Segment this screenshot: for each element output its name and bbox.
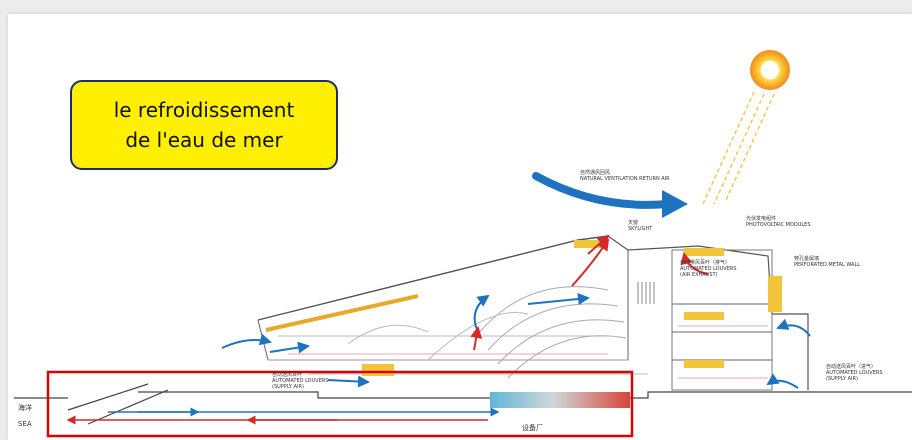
label-skylight-en: SKYLIGHT (628, 226, 653, 232)
label-supply-louvers-right-en: AUTOMATED LOUVERS (826, 370, 883, 376)
ventilation-return-arrowhead (662, 190, 688, 218)
label-skylight-cn: 天窗 (628, 219, 638, 226)
label-sea-cn: 海洋 (18, 403, 32, 412)
heat-exchanger-bar (490, 392, 630, 408)
seawater-pipes (66, 407, 500, 425)
label-supply-louvers-left-cn: 自动送风百叶 (272, 371, 302, 378)
building-section-drawing: 自然通风回风 NATURAL VENTILATION RETURN AIR 天窗… (14, 50, 912, 438)
label-sea-en: SEA (18, 420, 32, 428)
label-exhaust-louvers-sub: (AIR EXHAUST) (680, 272, 718, 278)
seawater-cooling-highlight (46, 370, 634, 438)
title-line-1: le refroidissement (113, 98, 295, 122)
label-natural-ventilation-cn: 自然通风回风 (580, 169, 610, 176)
label-supply-louvers-left-sub: (SUPPLY AIR) (272, 384, 304, 390)
sun-icon (750, 50, 790, 90)
label-supply-louvers-left-en: AUTOMATED LOUVERS (272, 378, 329, 384)
label-perforated-wall-cn: 穿孔金属墙 (794, 255, 819, 262)
ground-line (14, 383, 912, 425)
supply-airflow-arrows (221, 293, 811, 389)
exhaust-airflow-arrows (470, 234, 709, 351)
label-exhaust-louvers-cn: 自动排风百叶（排气） (680, 259, 730, 266)
sun-rays (701, 91, 775, 207)
heat-lines (288, 325, 768, 379)
label-supply-louvers-right-sub: (SUPPLY AIR) (826, 376, 858, 382)
yellow-slabs (362, 240, 782, 376)
label-perforated-wall-en: PERFORATED METAL WALL (794, 262, 860, 268)
label-photovoltaic-cn: 光伏发电组件 (746, 215, 776, 222)
label-natural-ventilation-en: NATURAL VENTILATION RETURN AIR (580, 176, 670, 182)
diagram-canvas: 自然通风回风 NATURAL VENTILATION RETURN AIR 天窗… (8, 14, 912, 440)
title-line-2: de l'eau de mer (125, 128, 283, 152)
label-plant-room: 设备厂 (522, 423, 543, 432)
label-photovoltaic-en: PHOTOVOLTAIC MODULES (746, 222, 811, 228)
ventilation-return-arrow (532, 172, 672, 209)
label-supply-louvers-right-cn: 自动送风百叶（进气） (826, 363, 876, 370)
title-box: le refroidissement de l'eau de mer (70, 80, 338, 170)
label-exhaust-louvers-en: AUTOMATED LOUVERS (680, 266, 737, 272)
